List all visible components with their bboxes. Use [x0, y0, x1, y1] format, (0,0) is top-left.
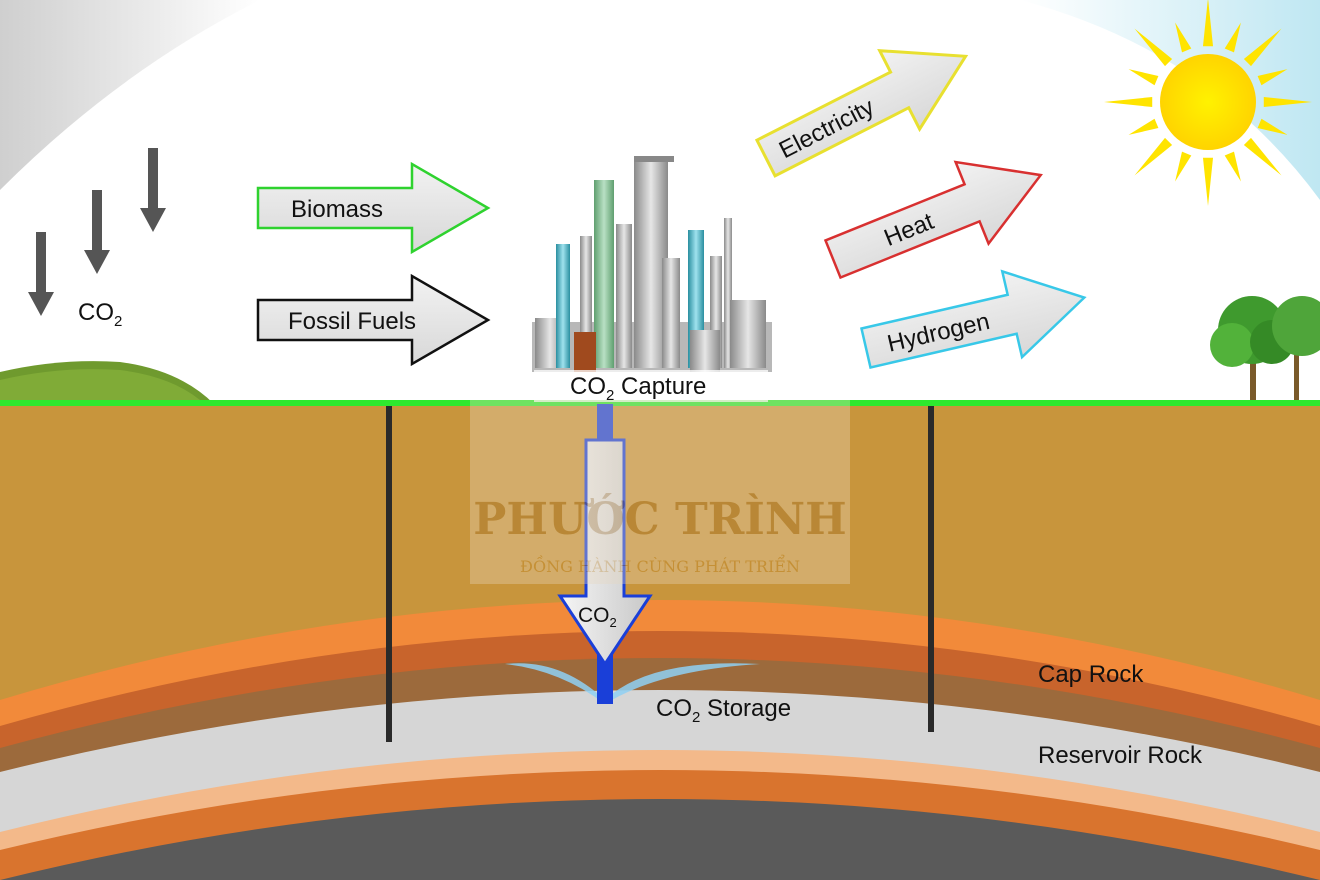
sky-shade-right	[1020, 0, 1320, 200]
sun-icon	[1104, 0, 1312, 206]
sky-shade-left	[0, 0, 260, 190]
sun-ray	[1134, 28, 1173, 67]
sun-ray	[1243, 137, 1282, 176]
sun-ray	[1257, 118, 1288, 135]
co2-storage-label: CO2 Storage	[656, 695, 791, 726]
sun-ray	[1243, 28, 1282, 67]
fossil-fuels-label: Fossil Fuels	[288, 308, 416, 335]
ground-surface-line	[0, 400, 1320, 406]
watermark: PHƯỚC TRÌNH ĐỒNG HÀNH CÙNG PHÁT TRIỂN	[470, 400, 850, 584]
basement-rock	[0, 799, 1320, 880]
sun-ray	[1175, 22, 1192, 53]
fossil-fuels-arrow	[256, 273, 491, 367]
cap-rock-label: Cap Rock	[1038, 661, 1144, 688]
sun-ray	[1224, 151, 1241, 182]
sun-ray	[1224, 22, 1241, 53]
sun-ray	[1128, 118, 1159, 135]
heat-arrow: Heat	[823, 160, 1043, 280]
sun-ray	[1128, 69, 1159, 86]
sun-ray	[1257, 69, 1288, 86]
biomass-arrow	[256, 161, 491, 255]
tree-icon	[1210, 296, 1320, 400]
grass-hill-highlight	[0, 369, 200, 400]
co2-storage-plume	[505, 663, 760, 704]
watermark-tagline: ĐỒNG HÀNH CÙNG PHÁT TRIỂN	[520, 554, 800, 576]
sun-ray	[1104, 96, 1153, 108]
monitoring-well-left	[386, 406, 392, 742]
injection-arrow-icon	[557, 438, 653, 667]
sun-ray	[1134, 137, 1173, 176]
sun-ray	[1263, 96, 1312, 108]
sun-ray	[1175, 151, 1192, 182]
factory-icon	[532, 156, 772, 372]
monitoring-well-right	[928, 406, 934, 732]
sun-ray	[1202, 0, 1214, 47]
capture-label-box	[534, 370, 768, 402]
biomass-label: Biomass	[291, 196, 383, 223]
reservoir-rock-label: Reservoir Rock	[1038, 742, 1203, 769]
co2-capture-label: CO2 Capture	[570, 373, 706, 404]
atmosphere-co2-label: CO2	[78, 299, 122, 330]
watermark-name: PHƯỚC TRÌNH	[473, 492, 846, 545]
co2-down-arrow-icon	[28, 148, 166, 316]
injection-co2-label: CO2	[578, 604, 617, 630]
sun-ray	[1202, 157, 1214, 206]
